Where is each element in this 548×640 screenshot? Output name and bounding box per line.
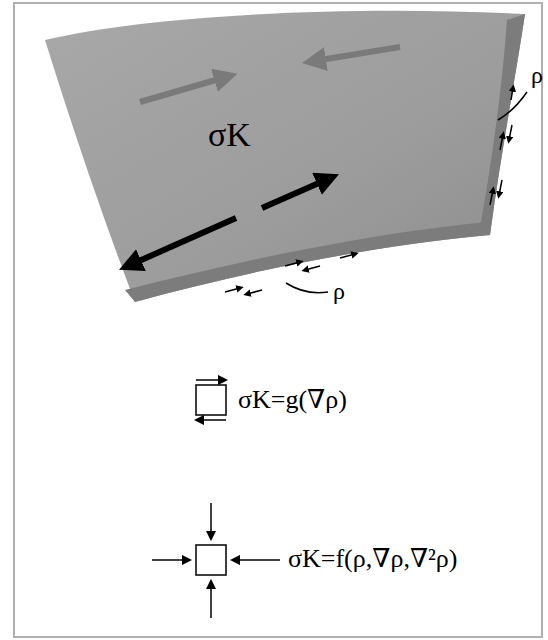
frame	[14, 3, 542, 637]
leader-line	[498, 92, 527, 120]
density-label: ρ	[531, 62, 543, 88]
edge-arrows	[225, 88, 513, 294]
sheet-edge	[125, 222, 490, 302]
tension-arrow	[314, 47, 400, 61]
membrane-sheet	[45, 11, 525, 302]
density-label: ρ	[333, 278, 345, 304]
sheet-edge	[480, 14, 525, 235]
element-square	[196, 385, 226, 415]
leader-line	[286, 283, 328, 293]
tension-arrow	[130, 218, 236, 265]
equation-label: σK=g(∇ρ)	[238, 386, 347, 415]
stress-label: σK	[208, 116, 251, 153]
shear-arrow	[196, 379, 226, 381]
shear-arrow	[196, 419, 226, 421]
tension-arrow	[262, 179, 328, 208]
pressure-arrows	[152, 503, 280, 618]
equation-label: σK=f(ρ,∇ρ,∇²ρ)	[288, 545, 457, 574]
element-square	[196, 545, 226, 575]
tension-arrow	[140, 77, 226, 102]
